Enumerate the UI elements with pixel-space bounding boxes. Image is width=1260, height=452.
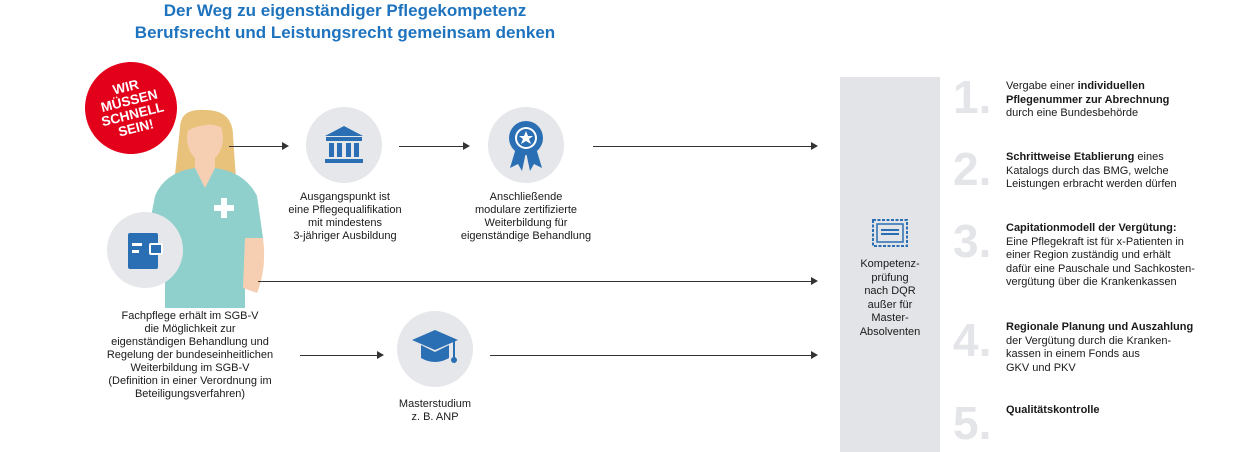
step-text: Vergabe einer — [1006, 80, 1078, 92]
step-line: der Vergütung durch die Kranken- — [1006, 335, 1246, 349]
institution-circle — [306, 107, 382, 183]
step-line: GKV und PKV — [1006, 362, 1246, 376]
step-line: Pflegenummer zur Abrechnung — [1006, 94, 1246, 108]
step-text-bold: Schrittweise Etablierung — [1006, 151, 1135, 163]
award-rosette-icon — [509, 121, 543, 171]
panel-line: Kompetenz- — [860, 258, 920, 270]
caption-line: (Definition in einer Verordnung im — [108, 375, 272, 387]
step-text: Katalogs durch das BMG, welche — [1006, 164, 1169, 177]
graduation-cap-icon — [412, 330, 458, 363]
step-text: durch eine Bundesbehörde — [1006, 107, 1139, 119]
arrow-caption-to-master — [300, 355, 377, 356]
arrow-master-to-panel — [490, 355, 811, 356]
caption-line: eigenständige Behandlung — [460, 230, 592, 242]
step-text: der Vergütung durch die Kranken- — [1006, 334, 1172, 347]
caption-line: 3-jähriger Ausbildung — [293, 230, 397, 242]
step-text: eines — [1134, 151, 1164, 163]
caption-line: Fachpflege erhält im SGB-V — [121, 310, 259, 322]
caption-line: eine Pflegequalifikation — [288, 204, 402, 216]
arrow-head — [463, 142, 470, 150]
step-item: Capitationmodell der Vergütung:Eine Pfle… — [1006, 222, 1246, 290]
step-line: durch eine Bundesbehörde — [1006, 107, 1246, 121]
arrow-head — [811, 351, 818, 359]
step-line: Schrittweise Etablierung eines — [1006, 151, 1246, 165]
title-line-2: Berufsrecht und Leistungsrecht gemeinsam… — [134, 23, 556, 42]
panel-line: Master- — [871, 312, 909, 324]
arrow-nurse-to-panel — [258, 281, 811, 282]
step-text-bold: Capitationmodell der Vergütung: — [1006, 222, 1177, 234]
caption-line: z. B. ANP — [411, 411, 459, 423]
caption-line: eigenständigen Behandlung und — [111, 336, 269, 348]
step-text-bold: individuellen — [1077, 80, 1145, 92]
step-text: dafür eine Pauschale und Sachkosten- — [1006, 262, 1195, 275]
caption-line: Anschließende — [489, 191, 563, 203]
step-line: kassen in einem Fonds aus — [1006, 348, 1246, 362]
step-line: vergütung über die Krankenkassen — [1006, 276, 1246, 290]
step-text: einer Region zuständig und erhält — [1006, 249, 1171, 261]
step-line: Vergabe einer individuellen — [1006, 80, 1246, 94]
step-number: 1. — [953, 71, 992, 123]
step-line: Katalogs durch das BMG, welche — [1006, 165, 1246, 179]
caption-line: Ausgangspunkt ist — [300, 191, 390, 203]
building-columns-icon — [325, 126, 363, 163]
competence-check-text: Kompetenz- prüfung nach DQR außer für Ma… — [840, 258, 940, 339]
step-text-bold: Regionale Planung und Auszahlung — [1006, 321, 1194, 333]
step-number: 3. — [953, 215, 992, 267]
step-line: einer Region zuständig und erhält — [1006, 249, 1246, 263]
caption-line: Weiterbildung im SGB-V — [130, 362, 250, 374]
step-line: dafür eine Pauschale und Sachkosten- — [1006, 263, 1246, 277]
caption-nurse: Fachpflege erhält im SGB-V die Möglichke… — [90, 310, 290, 401]
caption-line: Masterstudium — [398, 398, 472, 410]
caption-line: modulare zertifizierte — [474, 204, 578, 216]
arrow-head — [377, 351, 384, 359]
certificate-diploma-icon — [872, 219, 908, 247]
nurse-figure-icon — [147, 109, 265, 308]
arrow-training-to-panel — [593, 146, 811, 147]
caption-line: Weiterbildung für — [484, 217, 568, 229]
step-number: 2. — [953, 143, 992, 195]
caption-master: Masterstudium z. B. ANP — [375, 398, 495, 424]
panel-line: prüfung — [871, 271, 909, 284]
panel-line: außer für — [867, 298, 913, 311]
caption-start: Ausgangspunkt ist eine Pflegequalifikati… — [270, 191, 420, 243]
arrow-head — [811, 142, 818, 150]
arrow-nurse-to-start — [229, 146, 282, 147]
step-line: Regionale Planung und Auszahlung — [1006, 321, 1246, 335]
document-book-icon — [128, 233, 163, 269]
panel-line: nach DQR — [864, 285, 916, 297]
competence-check-panel — [840, 77, 940, 452]
step-line: Eine Pflegekraft ist für x-Patienten in — [1006, 236, 1246, 250]
caption-line: Regelung der bundeseinheitlichen — [106, 349, 274, 361]
caption-line: Beteiligungsverfahren) — [134, 388, 246, 400]
step-number: 5. — [953, 397, 992, 449]
step-number: 4. — [953, 314, 992, 366]
step-text-bold: Qualitätskontrolle — [1006, 404, 1100, 416]
arrow-start-to-training — [399, 146, 463, 147]
caption-line: die Möglichkeit zur — [144, 323, 236, 335]
caption-line: mit mindestens — [308, 217, 382, 229]
step-text-bold: Pflegenummer zur Abrechnung — [1006, 93, 1170, 106]
step-text: Leistungen erbracht werden dürfen — [1006, 178, 1177, 190]
step-text: Eine Pflegekraft ist für x-Patienten in — [1006, 235, 1184, 248]
caption-training: Anschließende modulare zertifizierte Wei… — [446, 191, 606, 243]
diagram-title: Der Weg zu eigenständiger Pflegekompeten… — [95, 0, 595, 44]
step-line: Leistungen erbracht werden dürfen — [1006, 178, 1246, 192]
step-line: Capitationmodell der Vergütung: — [1006, 222, 1246, 236]
step-text: GKV und PKV — [1006, 361, 1076, 374]
step-text: vergütung über die Krankenkassen — [1006, 276, 1177, 288]
arrow-head — [811, 277, 818, 285]
arrow-head — [282, 142, 289, 150]
step-item: Qualitätskontrolle — [1006, 404, 1246, 418]
title-line-1: Der Weg zu eigenständiger Pflegekompeten… — [163, 1, 527, 20]
step-text: kassen in einem Fonds aus — [1006, 348, 1140, 360]
panel-line: Absolventen — [859, 325, 921, 338]
step-line: Qualitätskontrolle — [1006, 404, 1246, 418]
